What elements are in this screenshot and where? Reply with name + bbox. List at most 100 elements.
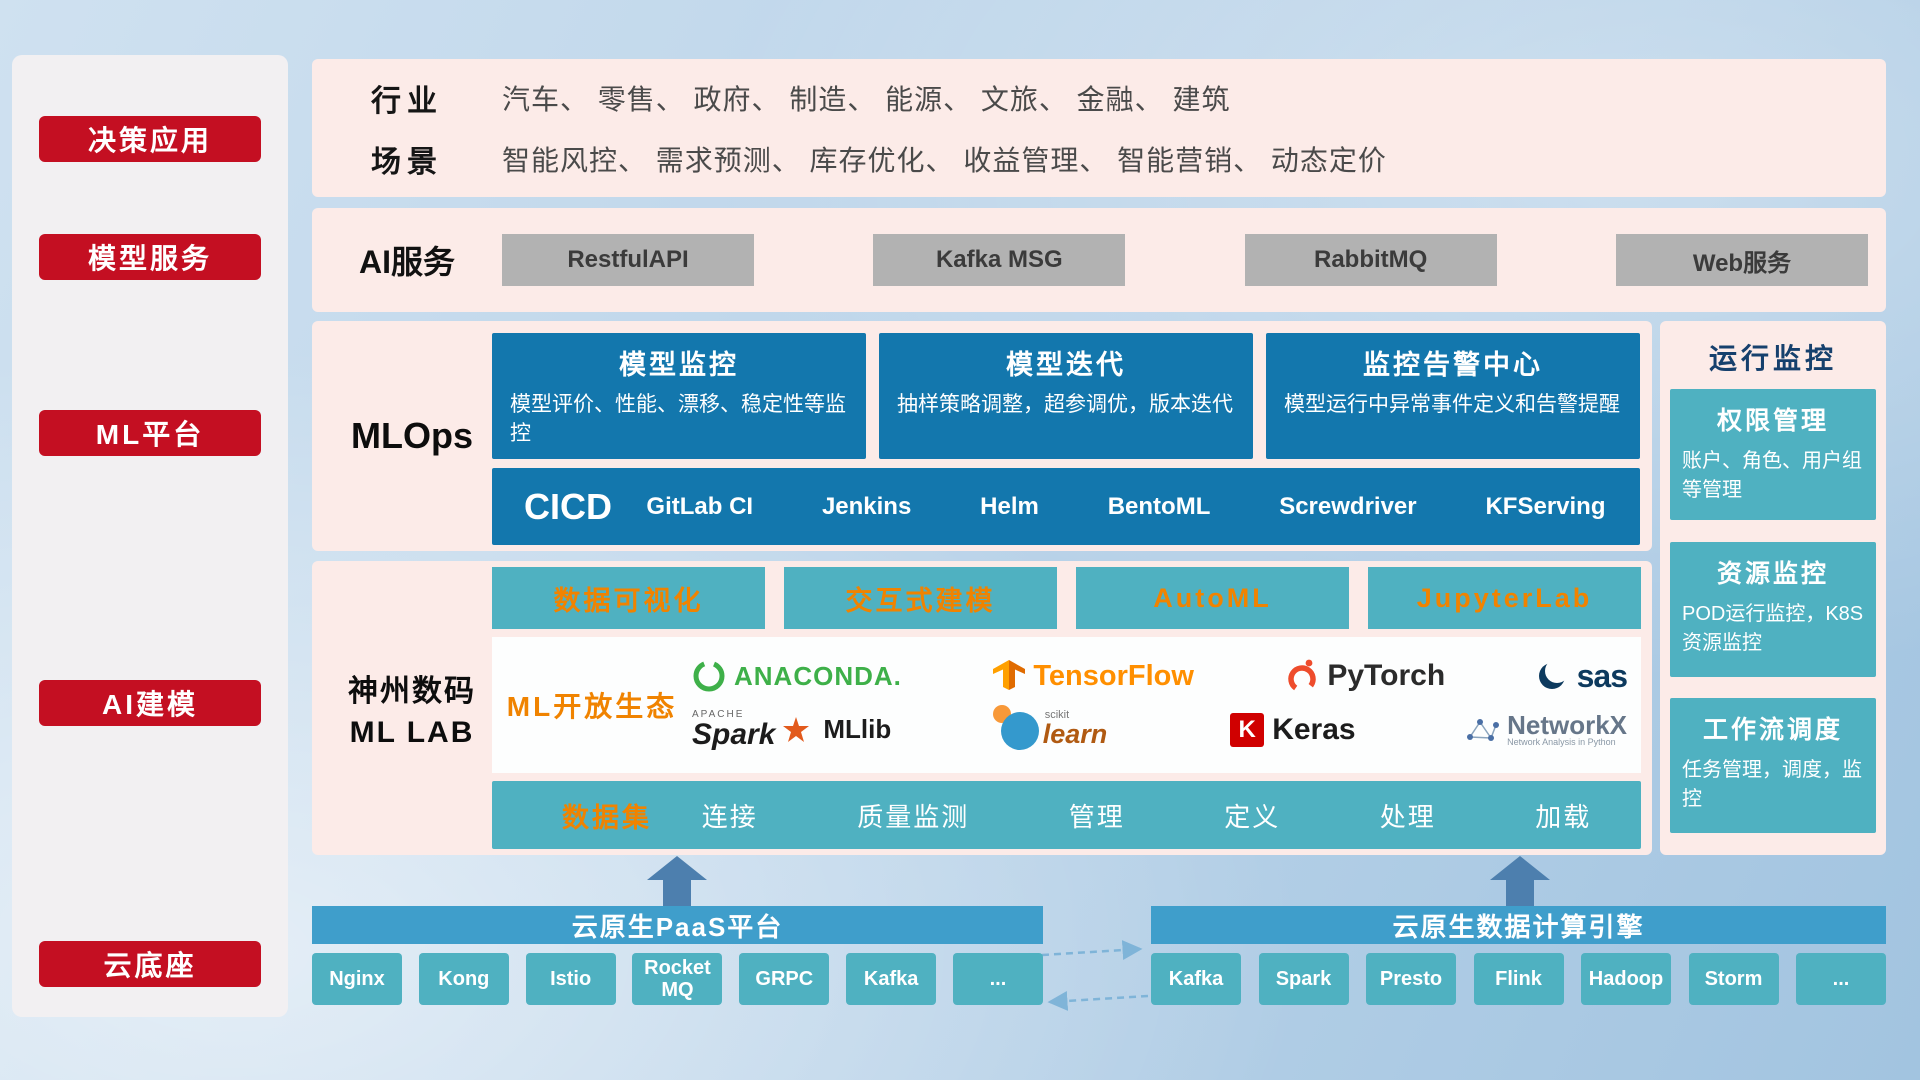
alert-center-card: 监控告警中心 模型运行中异常事件定义和告警提醒 (1266, 333, 1640, 459)
istio-button[interactable]: Istio (525, 953, 616, 1005)
card-desc: 任务管理，调度，监控 (1682, 759, 1862, 810)
interactive-modeling-button[interactable]: 交互式建模 (784, 567, 1057, 629)
up-arrow-paas (647, 856, 707, 906)
scikit-blue-dot (1000, 711, 1039, 750)
helm-item[interactable]: Helm (980, 492, 1039, 520)
model-monitoring-card: 模型监控 模型评价、性能、漂移、稳定性等监控 (492, 333, 866, 459)
data-engine-title: 云原生数据计算引擎 (1151, 906, 1886, 944)
ai-service-label: AI服务 (358, 244, 455, 280)
card-desc: 账户、角色、用户组等管理 (1682, 450, 1862, 501)
ai-service-band: AI服务 RestfulAPI Kafka MSG RabbitMQ Web服务 (312, 208, 1886, 312)
permission-management-card: 权限管理 账户、角色、用户组等管理 (1670, 389, 1876, 520)
data-visualization-button[interactable]: 数据可视化 (492, 567, 765, 629)
spark-mllib-logo: APACHE Spark MLlib (692, 708, 892, 751)
spark-button[interactable]: Spark (1258, 953, 1349, 1005)
tensorflow-logo: TensorFlow (993, 659, 1194, 693)
more-button[interactable]: ... (952, 953, 1043, 1005)
engine-components: Kafka Spark Presto Flink Hadoop Storm ..… (1151, 953, 1886, 1005)
card-title: 模型迭代 (1006, 350, 1126, 380)
mllab-tools-row: 数据可视化 交互式建模 AutoML JupyterLab (492, 567, 1641, 629)
mllab-band: 神州数码 ML LAB 数据可视化 交互式建模 AutoML JupyterLa… (312, 561, 1652, 855)
dataset-functions: 连接 质量监测 管理 定义 处理 加载 (652, 797, 1641, 834)
rail-item-cloud-base[interactable]: 云底座 (39, 941, 261, 987)
ml-ecosystem-panel: ML开放生态 ANACONDA. TensorFlow (492, 637, 1641, 773)
apache-caption: APACHE (692, 708, 745, 720)
networkx-logo: NetworkX Network Analysis in Python (1465, 712, 1627, 747)
left-rail: 决策应用 模型服务 ML平台 AI建模 云底座 (12, 55, 288, 1017)
resource-monitoring-card: 资源监控 POD运行监控，K8S资源监控 (1670, 542, 1876, 677)
screwdriver-item[interactable]: Screwdriver (1279, 492, 1417, 520)
presto-button[interactable]: Presto (1366, 953, 1456, 1005)
kfserving-item[interactable]: KFServing (1485, 492, 1606, 520)
ml-ecosystem-label: ML开放生态 (506, 691, 678, 722)
card-title: 模型监控 (619, 350, 739, 380)
more-engine-button[interactable]: ... (1796, 953, 1886, 1005)
kong-button[interactable]: Kong (418, 953, 509, 1005)
automl-button[interactable]: AutoML (1076, 567, 1349, 629)
rail-item-decision-apps[interactable]: 决策应用 (39, 116, 261, 162)
scene-label: 场景 (371, 145, 443, 179)
spark-star-icon (783, 716, 810, 742)
tensorflow-icon (993, 660, 1026, 690)
jupyterlab-button[interactable]: JupyterLab (1368, 567, 1641, 629)
dashed-link-arrows (1041, 940, 1149, 1011)
logo-row-1: ANACONDA. TensorFlow (692, 658, 1628, 695)
anaconda-logo: ANACONDA. (692, 659, 902, 693)
kafka-engine-button[interactable]: Kafka (1151, 953, 1241, 1005)
dataset-define[interactable]: 定义 (1224, 801, 1281, 832)
cicd-bar: CICD GitLab CI Jenkins Helm BentoML Scre… (492, 468, 1640, 545)
card-title: 权限管理 (1716, 407, 1829, 435)
dataset-connect[interactable]: 连接 (701, 801, 758, 832)
dataset-quality[interactable]: 质量监测 (857, 801, 970, 832)
industry-label: 行业 (371, 84, 443, 118)
rocketmq-button[interactable]: RocketMQ (632, 953, 723, 1005)
rabbitmq-button[interactable]: RabbitMQ (1244, 234, 1497, 286)
runtime-monitoring-panel: 运行监控 权限管理 账户、角色、用户组等管理 资源监控 POD运行监控，K8S资… (1660, 321, 1886, 855)
keras-logo: K Keras (1230, 712, 1356, 747)
flink-button[interactable]: Flink (1473, 953, 1564, 1005)
hadoop-button[interactable]: Hadoop (1581, 953, 1671, 1005)
web-service-button[interactable]: Web服务 (1615, 234, 1868, 286)
dataset-bar: 数据集 连接 质量监测 管理 定义 处理 加载 (492, 781, 1641, 849)
sas-logo: sas (1537, 658, 1628, 695)
pytorch-icon (1288, 659, 1317, 693)
mllab-label-line1: 神州数码 (348, 675, 476, 708)
rail-item-model-service[interactable]: 模型服务 (39, 234, 261, 280)
mlops-cards: 模型监控 模型评价、性能、漂移、稳定性等监控 模型迭代 抽样策略调整，超参调优，… (492, 333, 1640, 459)
scene-row: 场景 智能风控、 需求预测、 库存优化、 收益管理、 智能营销、 动态定价 (312, 137, 1886, 181)
model-iteration-card: 模型迭代 抽样策略调整，超参调优，版本迭代 (879, 333, 1253, 459)
nginx-button[interactable]: Nginx (312, 953, 402, 1005)
scene-list: 智能风控、 需求预测、 库存优化、 收益管理、 智能营销、 动态定价 (502, 144, 1387, 176)
restfulapi-button[interactable]: RestfulAPI (502, 234, 754, 286)
dataset-load[interactable]: 加载 (1535, 801, 1592, 832)
jenkins-item[interactable]: Jenkins (821, 492, 912, 520)
mlops-band: MLOps 模型监控 模型评价、性能、漂移、稳定性等监控 模型迭代 抽样策略调整… (312, 321, 1652, 551)
gitlab-ci-item[interactable]: GitLab CI (646, 492, 754, 520)
dataset-process[interactable]: 处理 (1379, 801, 1436, 832)
bentoml-item[interactable]: BentoML (1107, 492, 1211, 520)
sas-icon (1538, 661, 1569, 689)
card-desc: POD运行监控，K8S资源监控 (1682, 603, 1864, 654)
dataset-manage[interactable]: 管理 (1068, 801, 1125, 832)
paas-platform-block: 云原生PaaS平台 Nginx Kong Istio RocketMQ GRPC… (312, 906, 1043, 1005)
networkx-icon (1467, 718, 1500, 741)
logo-row-2: APACHE Spark MLlib scikit learn (692, 704, 1627, 753)
anaconda-icon (693, 660, 725, 692)
card-title: 资源监控 (1716, 560, 1829, 588)
paas-components: Nginx Kong Istio RocketMQ GRPC Kafka ... (312, 953, 1043, 1005)
mllab-label: 神州数码 ML LAB (332, 561, 492, 855)
storm-button[interactable]: Storm (1688, 953, 1779, 1005)
card-desc: 抽样策略调整，超参调优，版本迭代 (897, 393, 1233, 416)
keras-k-icon: K (1230, 712, 1265, 747)
card-title: 工作流调度 (1702, 716, 1843, 744)
rail-item-ai-modeling[interactable]: AI建模 (39, 680, 261, 726)
industry-band: 行业 汽车、 零售、 政府、 制造、 能源、 文旅、 金融、 建筑 场景 智能风… (312, 59, 1886, 197)
grpc-button[interactable]: GRPC (739, 953, 830, 1005)
industry-list: 汽车、 零售、 政府、 制造、 能源、 文旅、 金融、 建筑 (502, 83, 1231, 115)
rail-item-ml-platform[interactable]: ML平台 (39, 410, 261, 456)
mlops-label: MLOps (351, 415, 473, 456)
workflow-scheduling-card: 工作流调度 任务管理，调度，监控 (1670, 698, 1876, 833)
kafka-button[interactable]: Kafka (846, 953, 937, 1005)
kafka-msg-button[interactable]: Kafka MSG (873, 234, 1126, 286)
